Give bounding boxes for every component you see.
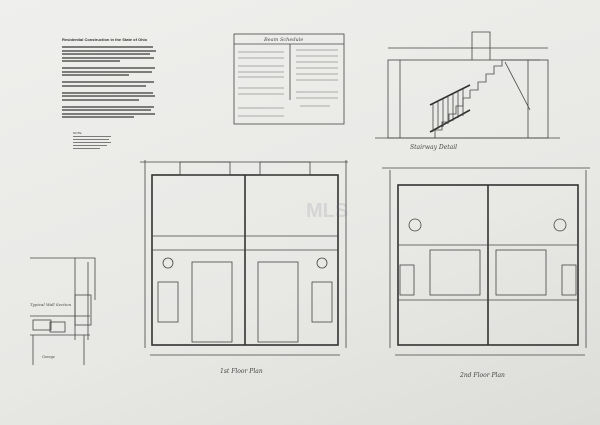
first-floor-plan-drawing (140, 160, 348, 356)
stairway-detail-label: Stairway Detail (410, 144, 458, 151)
second-floor-plan-label: 2nd Floor Plan (460, 372, 505, 379)
note-text (73, 136, 111, 151)
wall-section-drawing (30, 257, 96, 365)
second-floor-plan-drawing (382, 167, 590, 356)
wall-section-label: Typical Wall Section (30, 302, 72, 307)
first-floor-plan-label: 1st Floor Plan (220, 368, 263, 375)
stairway-detail-drawing (375, 31, 560, 139)
notes-text-block (62, 46, 158, 120)
watermark: MLS (306, 200, 349, 222)
note-heading: NOTE: (73, 131, 83, 135)
garage-label: Garage (42, 355, 55, 359)
beam-schedule-table (233, 33, 345, 125)
notes-title: Residential Construction in the State of… (62, 37, 148, 42)
schedule-title: Beam Schedule (264, 37, 304, 43)
